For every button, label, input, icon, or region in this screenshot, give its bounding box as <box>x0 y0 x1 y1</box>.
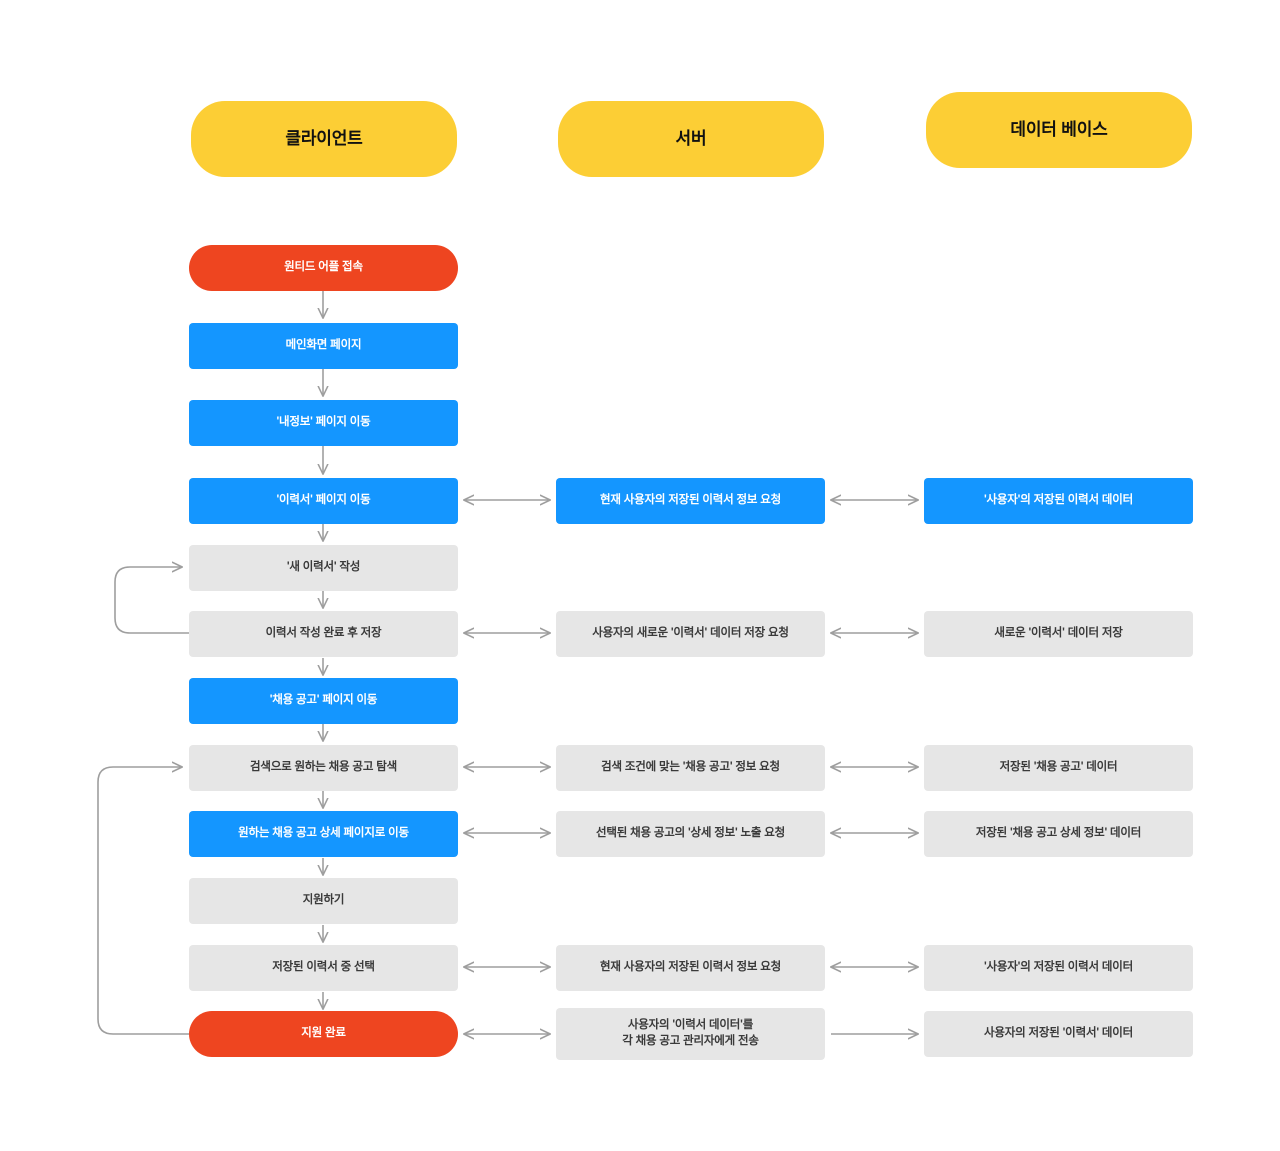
node-select-saved-resume[interactable]: 저장된 이력서 중 선택 <box>189 945 458 991</box>
node-request-matching-job-postings[interactable]: 검색 조건에 맞는 '채용 공고' 정보 요청 <box>556 745 825 791</box>
node-db-user-saved-resume-final[interactable]: 사용자의 저장된 '이력서' 데이터 <box>924 1011 1193 1057</box>
node-client-app-access[interactable]: 원티드 어플 접속 <box>189 245 458 291</box>
lane-header-client-label: 클라이언트 <box>285 128 363 148</box>
node-my-info-page-move[interactable]: '내정보' 페이지 이동 <box>189 400 458 446</box>
lane-header-database-label: 데이터 베이스 <box>1010 119 1108 139</box>
node-label: 원하는 채용 공고 상세 페이지로 이동 <box>238 827 409 840</box>
node-apply[interactable]: 지원하기 <box>189 878 458 924</box>
node-resume-save-after-complete[interactable]: 이력서 작성 완료 후 저장 <box>189 611 458 657</box>
node-label: 지원하기 <box>302 894 345 907</box>
node-label: 저장된 '채용 공고 상세 정보' 데이터 <box>975 827 1142 840</box>
node-label: '새 이력서' 작성 <box>286 561 361 574</box>
node-label: '사용자'의 저장된 이력서 데이터 <box>984 961 1133 974</box>
node-request-job-posting-detail[interactable]: 선택된 채용 공고의 '상세 정보' 노출 요청 <box>556 811 825 857</box>
node-label: 원티드 어플 접속 <box>284 261 363 274</box>
lane-header-client[interactable]: 클라이언트 <box>191 101 457 177</box>
node-new-resume-write[interactable]: '새 이력서' 작성 <box>189 545 458 591</box>
node-label: '채용 공고' 페이지 이동 <box>269 694 378 707</box>
node-label: 현재 사용자의 저장된 이력서 정보 요청 <box>599 494 782 507</box>
node-main-screen-page[interactable]: 메인화면 페이지 <box>189 323 458 369</box>
node-request-saved-resume-info[interactable]: 현재 사용자의 저장된 이력서 정보 요청 <box>556 478 825 524</box>
node-label: 사용자의 저장된 '이력서' 데이터 <box>984 1027 1133 1040</box>
node-send-resume-to-managers[interactable]: 사용자의 '이력서 데이터'를 각 채용 공고 관리자에게 전송 <box>556 1008 825 1060</box>
node-label: 현재 사용자의 저장된 이력서 정보 요청 <box>599 961 782 974</box>
node-label: 검색 조건에 맞는 '채용 공고' 정보 요청 <box>601 761 780 774</box>
node-label: 메인화면 페이지 <box>285 339 362 352</box>
node-db-saved-job-posting-detail-data[interactable]: 저장된 '채용 공고 상세 정보' 데이터 <box>924 811 1193 857</box>
node-request-current-user-resume-info[interactable]: 현재 사용자의 저장된 이력서 정보 요청 <box>556 945 825 991</box>
node-label: 저장된 '채용 공고' 데이터 <box>999 761 1118 774</box>
node-job-posting-detail-move[interactable]: 원하는 채용 공고 상세 페이지로 이동 <box>189 811 458 857</box>
node-label: 검색으로 원하는 채용 공고 탐색 <box>250 761 397 774</box>
node-db-user-saved-resume-data[interactable]: '사용자'의 저장된 이력서 데이터 <box>924 478 1193 524</box>
node-label: '내정보' 페이지 이동 <box>276 416 371 429</box>
node-job-posting-page-move[interactable]: '채용 공고' 페이지 이동 <box>189 678 458 724</box>
node-apply-complete[interactable]: 지원 완료 <box>189 1011 458 1057</box>
node-label: '사용자'의 저장된 이력서 데이터 <box>984 494 1133 507</box>
node-db-user-saved-resume-data-2[interactable]: '사용자'의 저장된 이력서 데이터 <box>924 945 1193 991</box>
node-label: 저장된 이력서 중 선택 <box>272 961 375 974</box>
node-label: 선택된 채용 공고의 '상세 정보' 노출 요청 <box>595 827 786 840</box>
node-label: 지원 완료 <box>301 1027 346 1040</box>
node-label: 새로운 '이력서' 데이터 저장 <box>994 627 1123 640</box>
node-label: 사용자의 '이력서 데이터'를 각 채용 공고 관리자에게 전송 <box>622 1019 759 1047</box>
lane-header-server[interactable]: 서버 <box>558 101 824 177</box>
node-request-save-new-resume[interactable]: 사용자의 새로운 '이력서' 데이터 저장 요청 <box>556 611 825 657</box>
node-db-saved-job-posting-data[interactable]: 저장된 '채용 공고' 데이터 <box>924 745 1193 791</box>
node-search-job-posting[interactable]: 검색으로 원하는 채용 공고 탐색 <box>189 745 458 791</box>
node-label: 사용자의 새로운 '이력서' 데이터 저장 요청 <box>592 627 789 640</box>
edge-loop-c6-c5 <box>114 567 189 634</box>
node-label: '이력서' 페이지 이동 <box>276 494 371 507</box>
node-resume-page-move[interactable]: '이력서' 페이지 이동 <box>189 478 458 524</box>
node-label: 이력서 작성 완료 후 저장 <box>265 627 382 640</box>
node-db-save-new-resume-data[interactable]: 새로운 '이력서' 데이터 저장 <box>924 611 1193 657</box>
lane-header-database[interactable]: 데이터 베이스 <box>926 92 1192 168</box>
edge-loop-c12-c8 <box>97 767 189 1035</box>
lane-header-server-label: 서버 <box>675 128 707 148</box>
